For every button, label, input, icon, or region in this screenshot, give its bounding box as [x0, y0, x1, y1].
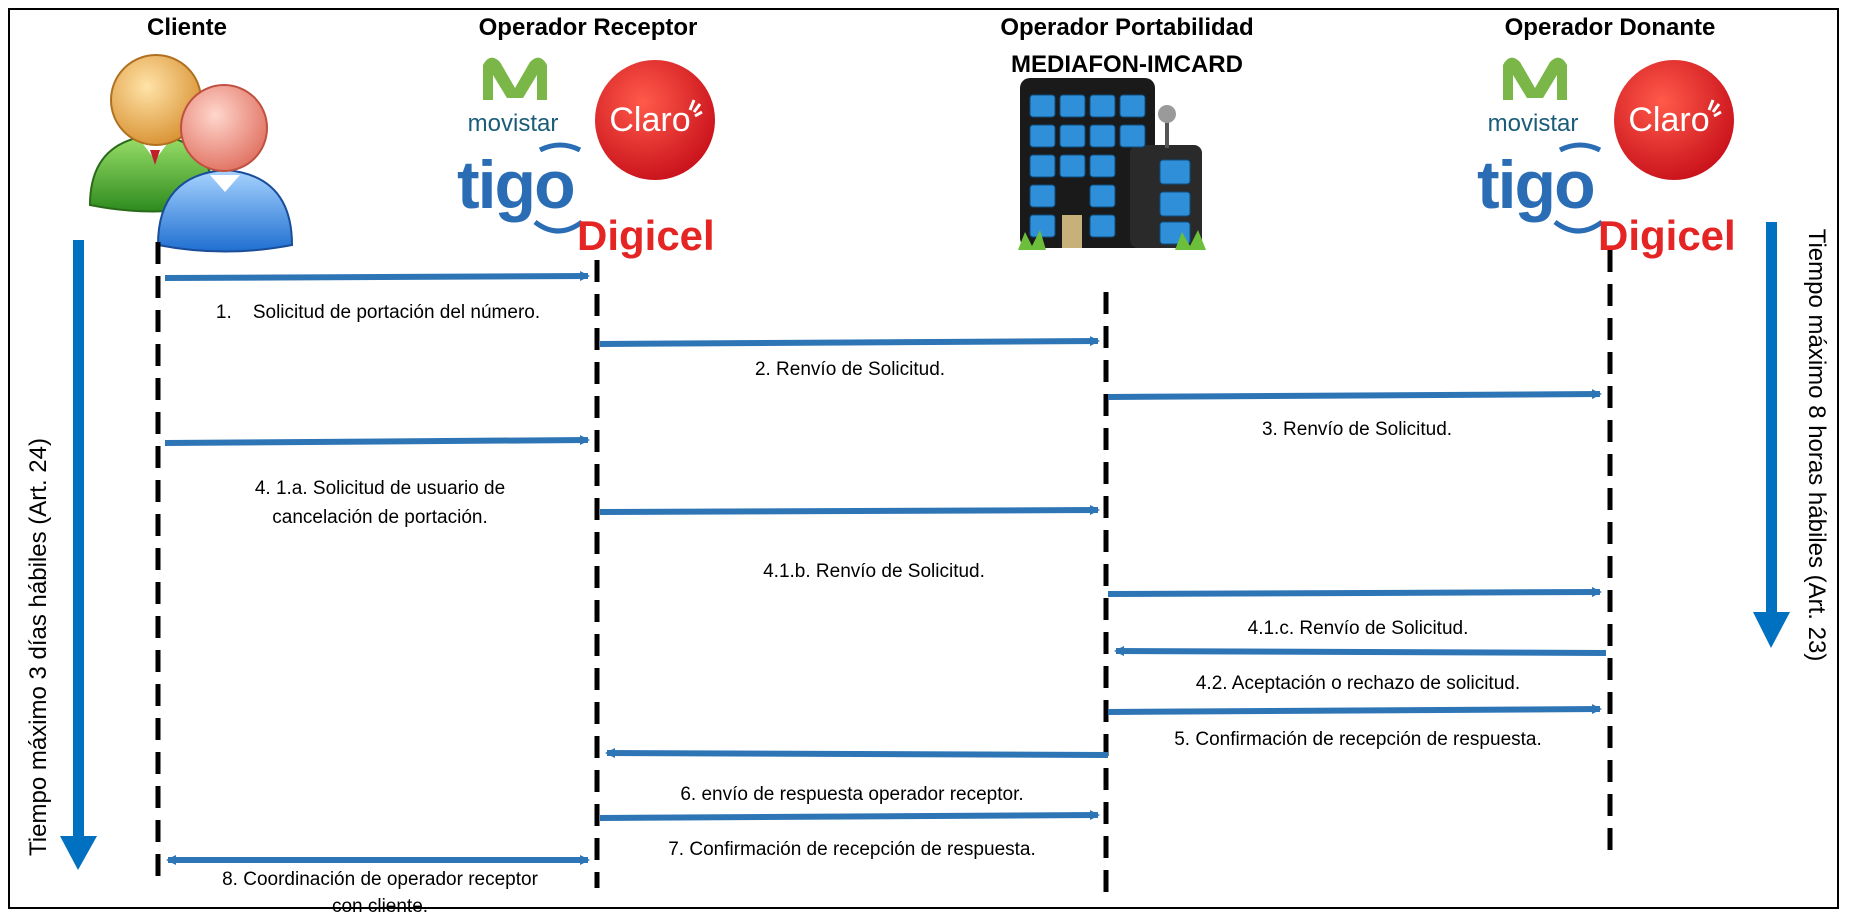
- header-mediafon-imcard: MEDIAFON-IMCARD: [1011, 51, 1243, 78]
- timer-right: Tiempo máximo 8 horas hábiles (Art. 23): [1753, 222, 1830, 661]
- movistar-logo-donante: movistar: [1488, 57, 1579, 137]
- arrow-step-5: [1107, 704, 1602, 715]
- label-step-3: 3. Renvío de Solicitud.: [1262, 419, 1452, 440]
- arrow-step-2: [599, 336, 1100, 347]
- svg-text:tigo: tigo: [457, 147, 574, 223]
- timer-left-label: Tiempo máximo 3 días hábiles (Art. 24): [25, 438, 52, 856]
- lifelines: [155, 242, 1613, 892]
- label-step-4-1a-line2: cancelación de portación.: [272, 507, 487, 528]
- digicel-logo-donante: Digicel: [1598, 212, 1736, 259]
- arrow-step-4-1b: [599, 505, 1100, 516]
- header-cliente: Cliente: [147, 14, 227, 41]
- arrow-step-4-1c: [1107, 587, 1602, 598]
- label-step-1: 1. Solicitud de portación del número.: [216, 302, 540, 323]
- svg-text:Claro: Claro: [1628, 101, 1709, 139]
- label-step-4-1b: 4.1.b. Renvío de Solicitud.: [763, 561, 985, 582]
- label-step-6: 6. envío de respuesta operador receptor.: [680, 784, 1023, 805]
- label-step-8-line1: 8. Coordinación de operador receptor: [222, 869, 538, 890]
- timer-left: Tiempo máximo 3 días hábiles (Art. 24): [25, 240, 97, 870]
- arrow-step-3: [1107, 389, 1602, 400]
- claro-logo-donante: Claro: [1614, 60, 1734, 180]
- arrow-step-1: [164, 271, 590, 282]
- label-step-4-1a-line1: 4. 1.a. Solicitud de usuario de: [255, 478, 505, 499]
- message-arrows: [164, 271, 1607, 865]
- label-step-4-2: 4.2. Aceptación o rechazo de solicitud.: [1196, 673, 1520, 694]
- diagram-frame: [8, 8, 1839, 909]
- tigo-logo: tigo: [457, 142, 584, 234]
- svg-text:tigo: tigo: [1477, 147, 1594, 223]
- digicel-logo: Digicel: [577, 212, 715, 259]
- donante-logos: movistar Claro tigo Digicel: [1477, 57, 1736, 259]
- arrow-step-4-1a: [164, 435, 590, 446]
- svg-text:movistar: movistar: [468, 110, 559, 137]
- label-step-8-line2: con cliente.: [332, 896, 428, 917]
- receptor-logos: movistar Claro tigo Digicel: [457, 57, 715, 259]
- claro-logo: Claro: [595, 60, 715, 180]
- svg-text:Claro: Claro: [609, 101, 690, 139]
- arrow-step-6: [605, 748, 1109, 759]
- users-icon: [88, 54, 294, 253]
- arrow-step-4-2: [1114, 646, 1607, 657]
- header-operador-donante: Operador Donante: [1505, 14, 1716, 41]
- header-operador-portabilidad: Operador Portabilidad: [1000, 14, 1253, 41]
- label-step-5: 5. Confirmación de recepción de respuest…: [1174, 729, 1542, 750]
- label-step-2: 2. Renvío de Solicitud.: [755, 359, 945, 380]
- timer-right-label: Tiempo máximo 8 horas hábiles (Art. 23): [1803, 229, 1830, 662]
- movistar-logo: movistar: [468, 57, 559, 137]
- header-operador-receptor: Operador Receptor: [479, 14, 698, 41]
- label-step-4-1c: 4.1.c. Renvío de Solicitud.: [1248, 618, 1469, 639]
- arrow-step-7: [599, 810, 1100, 821]
- label-step-7: 7. Confirmación de recepción de respuest…: [668, 839, 1036, 860]
- building-icon: [1018, 78, 1206, 250]
- tigo-logo-donante: tigo: [1477, 142, 1604, 234]
- svg-text:movistar: movistar: [1488, 110, 1579, 137]
